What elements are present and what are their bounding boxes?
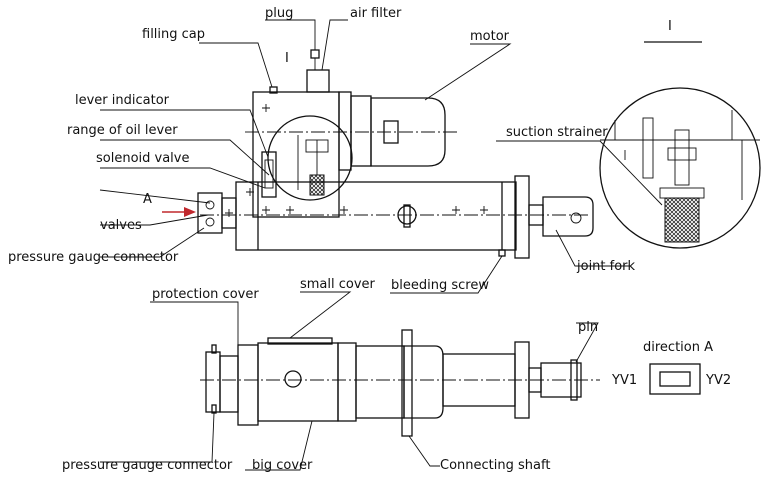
label-detail-title: I: [668, 19, 672, 34]
label-protection-cover: protection cover: [152, 287, 259, 302]
label-big-cover: big cover: [252, 458, 313, 473]
top-view: [162, 49, 594, 259]
label-detail-marker: I: [285, 51, 289, 66]
valve-block: [197, 192, 223, 234]
screw-marks: [246, 104, 488, 214]
filling-cap: [269, 86, 278, 94]
label-valves: valves: [100, 218, 142, 233]
label-filling-cap: filling cap: [142, 27, 205, 42]
label-joint-fork: joint fork: [576, 259, 636, 274]
connecting-shaft: [401, 329, 413, 437]
label-pin: pin: [578, 320, 598, 335]
detail-view-i: [599, 41, 761, 249]
label-air-filter: air filter: [350, 6, 402, 21]
label-motor: motor: [470, 29, 510, 44]
label-connecting-shaft: Connecting shaft: [440, 458, 550, 473]
plug: [310, 49, 320, 59]
label-arrow-a: A: [143, 192, 152, 207]
label-pressure-gauge-connector-top: pressure gauge connector: [8, 250, 179, 265]
label-lever-indicator: lever indicator: [75, 93, 170, 108]
detail-circle-large: [599, 87, 761, 249]
motor-flange: [338, 91, 352, 171]
air-filter: [306, 69, 330, 93]
main-cylinder: [235, 181, 517, 251]
pin: [570, 359, 578, 401]
label-direction-a: direction A: [643, 340, 713, 355]
callout-labels: filling cap plug air filter motor I I le…: [8, 6, 731, 473]
detail-circle-small: [267, 115, 353, 201]
label-bleeding-screw: bleeding screw: [391, 278, 489, 293]
joint-fork: [542, 196, 594, 237]
bleeding-screw: [498, 249, 506, 257]
label-suction-strainer: suction strainer: [506, 125, 608, 140]
label-yv2: YV2: [705, 373, 731, 388]
big-cover: [257, 342, 339, 422]
label-yv1: YV1: [611, 373, 637, 388]
label-plug: plug: [265, 6, 293, 21]
small-cover: [267, 337, 333, 345]
end-flange: [514, 175, 530, 259]
leader-lines: [99, 19, 663, 471]
label-range-of-oil-lever: range of oil lever: [67, 123, 178, 138]
label-pressure-gauge-connector-bottom: pressure gauge connector: [62, 458, 233, 473]
gauge-end: [205, 351, 221, 413]
label-small-cover: small cover: [300, 277, 376, 292]
suction-strainer-element: [664, 197, 700, 243]
direction-a-view: [649, 363, 701, 395]
label-solenoid-valve: solenoid valve: [96, 151, 190, 166]
bottom-view: [200, 329, 600, 437]
motor: [370, 97, 446, 167]
